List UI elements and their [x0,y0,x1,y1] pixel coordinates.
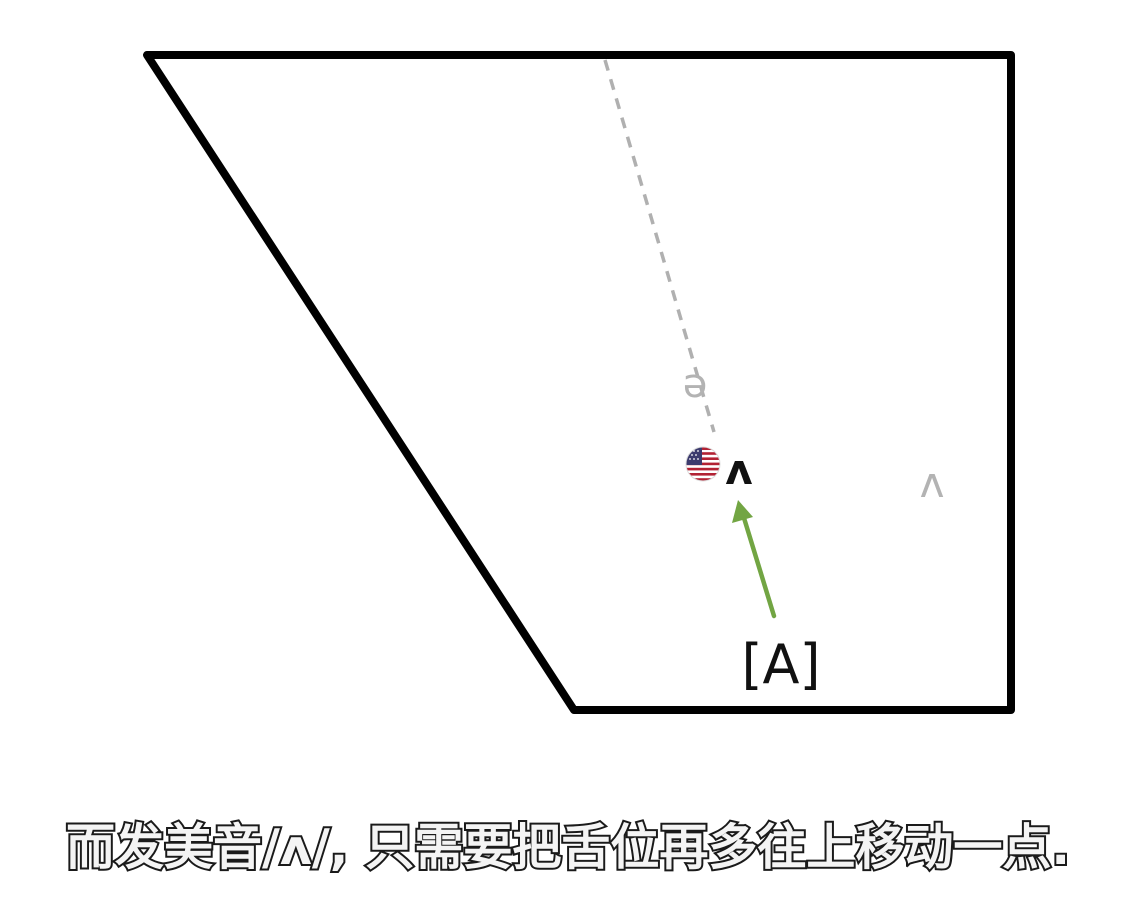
target-symbol: [A] [741,633,820,696]
movement-arrow-head [732,500,753,523]
us-flag-border [685,446,721,482]
vowel-trapezoid [143,51,1015,714]
subtitle-caption: 而发美音/ʌ/, 只需要把舌位再多往上移动一点. [64,817,1072,878]
us-flag-icon [686,447,720,481]
dashed-guide-line [603,59,716,433]
wedge-us-symbol: ʌ [725,445,752,494]
schwa-symbol: ə [683,361,708,407]
movement-arrow-shaft [741,515,777,619]
wedge-reference-symbol: ʌ [920,458,945,507]
